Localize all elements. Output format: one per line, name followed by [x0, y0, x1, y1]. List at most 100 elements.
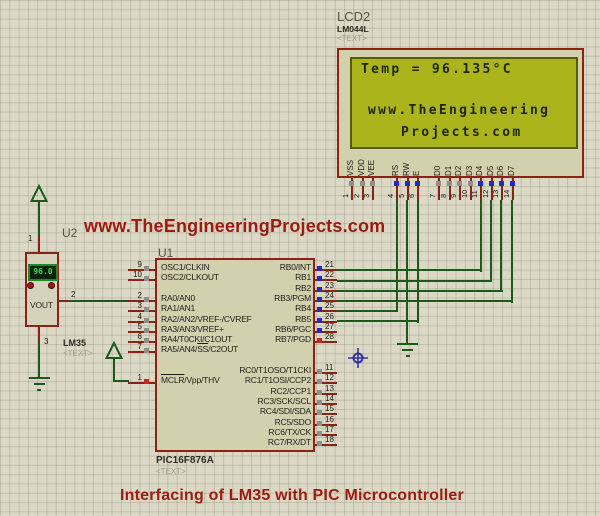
pin-stub	[351, 178, 353, 200]
lcd-pin-square	[509, 181, 515, 186]
pic-pin-label-part: RB6/PGC	[275, 324, 311, 334]
wire[interactable]	[113, 380, 129, 382]
pin-stub	[128, 279, 155, 281]
ground-icon[interactable]	[34, 383, 45, 385]
pic-pin-square	[317, 390, 322, 395]
pic-pin-number: 17	[325, 425, 334, 434]
pin-stub	[128, 321, 155, 323]
pic-pin-number: 16	[325, 415, 334, 424]
pic-pin-square	[144, 276, 149, 281]
lcd-pin-number: 6	[407, 193, 416, 198]
ground-icon[interactable]	[406, 355, 410, 357]
pic-pin-label: RA0/AN0	[161, 293, 195, 303]
pin-stub	[315, 382, 337, 384]
lcd-pin-square	[436, 181, 441, 186]
pic-pin-label-part: RA0/AN0	[161, 293, 196, 303]
wire[interactable]	[396, 200, 398, 312]
pic-pin-label: RA2/AN2/VREF-/CVREF	[161, 314, 252, 324]
pic-pin-label: RA4/T0CKI/C1OUT	[161, 334, 232, 344]
pin-stub	[128, 310, 155, 312]
wire[interactable]	[38, 202, 40, 237]
pic-part-label: PIC16F876A	[156, 455, 214, 466]
lcd-pin-square	[446, 181, 452, 186]
wire[interactable]	[490, 200, 492, 282]
wire[interactable]	[337, 269, 482, 271]
pin-stub	[315, 290, 337, 292]
pin-stub	[315, 269, 337, 271]
power-arrow-icon[interactable]	[29, 183, 49, 202]
wire[interactable]	[113, 359, 115, 382]
wire[interactable]	[500, 200, 502, 292]
wire[interactable]	[337, 280, 492, 282]
pin-stub	[315, 393, 337, 395]
lcd-pin-square	[370, 181, 375, 186]
pin-stub	[128, 300, 155, 302]
pic-pin-square	[317, 369, 322, 374]
lm35-pin1-number: 1	[28, 234, 33, 243]
lcd-pin-number: 11	[470, 190, 479, 198]
pic-pin-square	[317, 318, 322, 323]
pic-pin-number: 24	[325, 291, 334, 300]
pic-pin-label-part: RB1	[295, 272, 311, 282]
ground-icon[interactable]	[397, 343, 418, 345]
lcd-pin-label: D7	[506, 165, 516, 176]
pic-pin-number: 15	[325, 404, 334, 413]
wire[interactable]	[480, 200, 482, 272]
pic-pin-label-part: OSC1/CLKIN	[161, 262, 210, 272]
pin-stub	[128, 331, 155, 333]
wire[interactable]	[406, 200, 408, 344]
wire[interactable]	[337, 300, 513, 302]
pin-stub	[511, 178, 514, 200]
pic-chip[interactable]	[155, 258, 315, 452]
pin-stub	[315, 403, 337, 405]
wire[interactable]	[38, 342, 40, 378]
pic-pin-label: RC1/T1OSI/CCP2	[161, 375, 311, 385]
wire[interactable]	[337, 290, 503, 292]
pin-stub	[396, 178, 398, 200]
pic-pin-number: 1	[137, 373, 142, 382]
pic-pin-square	[317, 410, 322, 415]
wire[interactable]	[337, 310, 398, 312]
power-arrow-icon[interactable]	[104, 340, 124, 359]
pic-pin-number: 22	[325, 270, 334, 279]
pin-stub	[315, 321, 337, 323]
lcd-screen-line-1: Temp = 96.135°C	[361, 62, 513, 77]
pic-pin-square	[317, 328, 322, 333]
pin-stub	[469, 178, 472, 200]
lcd-pin-square	[359, 181, 365, 186]
wire[interactable]	[511, 200, 513, 303]
lcd-text-tag: <TEXT>	[337, 34, 367, 43]
pic-pin-label: RC2/CCP1	[161, 386, 312, 396]
pic-pin-number: 9	[137, 260, 142, 269]
pic-pin-number: 3	[137, 301, 142, 310]
lcd-pin-number: 4	[386, 193, 395, 198]
pin-stub	[128, 351, 155, 353]
pin-stub	[315, 434, 337, 436]
ground-icon[interactable]	[37, 389, 41, 391]
ground-icon[interactable]	[402, 349, 413, 351]
lcd-pin-number: 14	[501, 189, 511, 198]
pic-pin-label-part: OSC2/CLKOUT	[161, 272, 219, 282]
lcd-pin-square	[478, 181, 483, 186]
wire[interactable]	[69, 300, 128, 302]
lcd-screen-line-4: Projects.com	[401, 125, 523, 140]
pic-pin-number: 2	[137, 291, 142, 300]
pin-stub	[38, 327, 40, 342]
lcd-pin-number: 8	[438, 193, 448, 198]
pic-pin-square	[144, 379, 149, 384]
wire[interactable]	[417, 200, 419, 323]
pic-pin-label: RB6/PGC	[161, 324, 311, 334]
lcd-pin-square	[404, 181, 410, 186]
pic-pin-label: RB0/INT	[161, 262, 311, 272]
pin-stub	[501, 178, 503, 200]
lcd-screen-line-3: www.TheEngineering	[368, 103, 551, 118]
pic-pin-label-part: RB5	[295, 314, 311, 324]
pic-pin-square	[144, 318, 149, 323]
pic-pin-label: RB1	[161, 272, 311, 282]
wire[interactable]	[337, 320, 419, 322]
pic-pin-number: 27	[325, 322, 334, 331]
lcd-pin-number: 7	[428, 193, 437, 198]
ground-icon[interactable]	[29, 377, 50, 379]
lm35-text-tag: <TEXT>	[63, 349, 93, 358]
